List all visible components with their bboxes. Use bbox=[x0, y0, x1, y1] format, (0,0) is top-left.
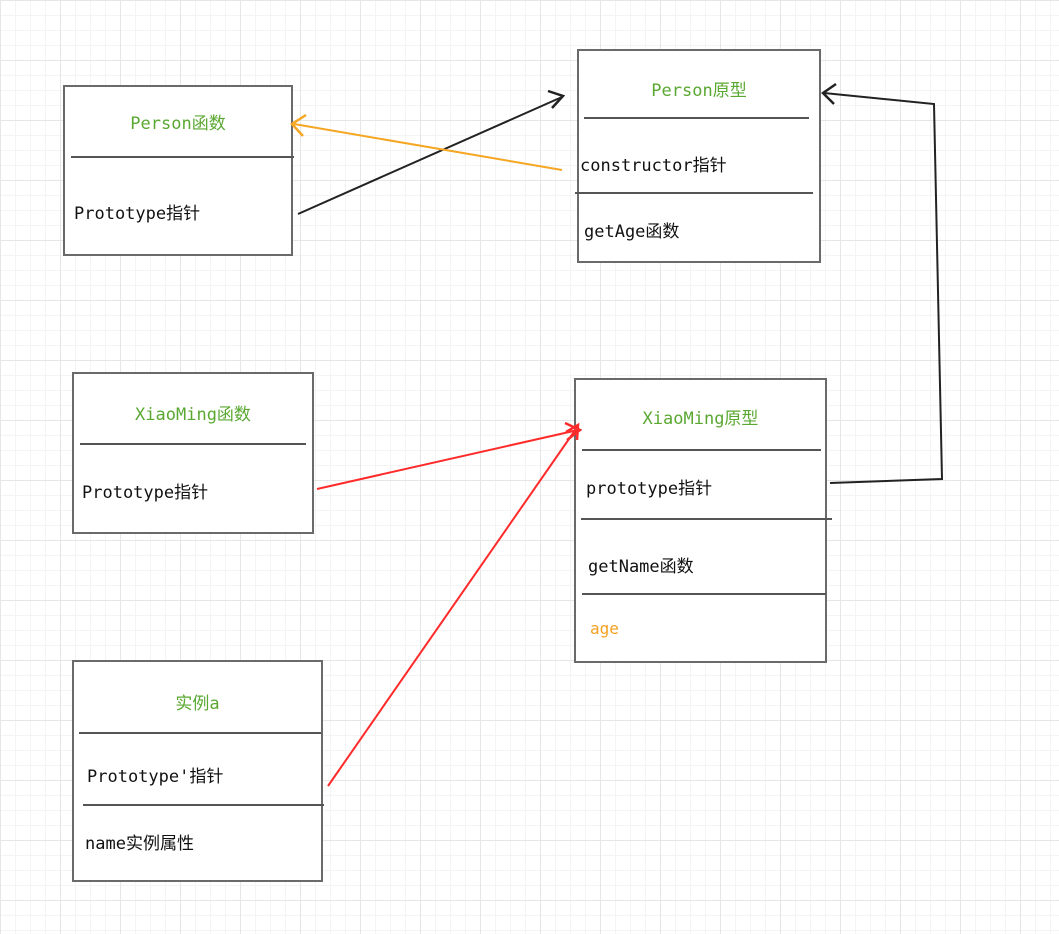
xiaoming-prototype-title: XiaoMing原型 bbox=[642, 409, 759, 429]
constructor-link bbox=[293, 123, 563, 171]
xiaoming-prototype-getname-field: getName函数 bbox=[588, 557, 694, 577]
divider bbox=[582, 593, 826, 595]
instance-a-title: 实例a bbox=[175, 694, 220, 714]
divider bbox=[575, 192, 813, 194]
xiaoming-prototype-link bbox=[316, 429, 579, 490]
instance-prototype-link bbox=[327, 425, 579, 787]
divider bbox=[79, 732, 321, 734]
person-prototype-box: Person原型 constructor指针 getAge函数 bbox=[575, 49, 821, 263]
divider bbox=[80, 443, 306, 445]
person-function-prototype-field: Prototype指针 bbox=[74, 204, 201, 224]
xiaoming-function-box: XiaoMing函数 Prototype指针 bbox=[72, 372, 314, 534]
inheritance-link bbox=[823, 92, 944, 484]
arrowhead-icon bbox=[290, 113, 307, 137]
person-prototype-title: Person原型 bbox=[651, 81, 747, 101]
xiaoming-function-title: XiaoMing函数 bbox=[135, 405, 251, 425]
xiaoming-prototype-prototype-field: prototype指针 bbox=[586, 479, 713, 499]
xiaoming-function-prototype-field: Prototype指针 bbox=[82, 483, 209, 503]
divider bbox=[71, 156, 294, 158]
arrowhead-icon bbox=[821, 82, 837, 105]
divider bbox=[582, 449, 821, 451]
person-function-title: Person函数 bbox=[130, 114, 226, 134]
divider bbox=[584, 117, 809, 119]
instance-a-box: 实例a Prototype'指针 name实例属性 bbox=[72, 660, 324, 882]
person-function-box: Person函数 Prototype指针 bbox=[63, 85, 294, 256]
person-prototype-getage-field: getAge函数 bbox=[584, 222, 680, 242]
xiaoming-prototype-box: XiaoMing原型 prototype指针 getName函数 age bbox=[574, 378, 832, 663]
instance-a-prototype-field: Prototype'指针 bbox=[87, 767, 224, 787]
instance-a-name-field: name实例属性 bbox=[85, 834, 194, 854]
xiaoming-prototype-age-field: age bbox=[590, 619, 619, 638]
divider bbox=[83, 804, 324, 806]
arrowhead-icon bbox=[547, 89, 566, 109]
person-prototype-constructor-field: constructor指针 bbox=[580, 156, 727, 176]
divider bbox=[581, 518, 832, 520]
person-prototype-link bbox=[297, 96, 563, 215]
arrowhead-icon bbox=[565, 422, 580, 441]
